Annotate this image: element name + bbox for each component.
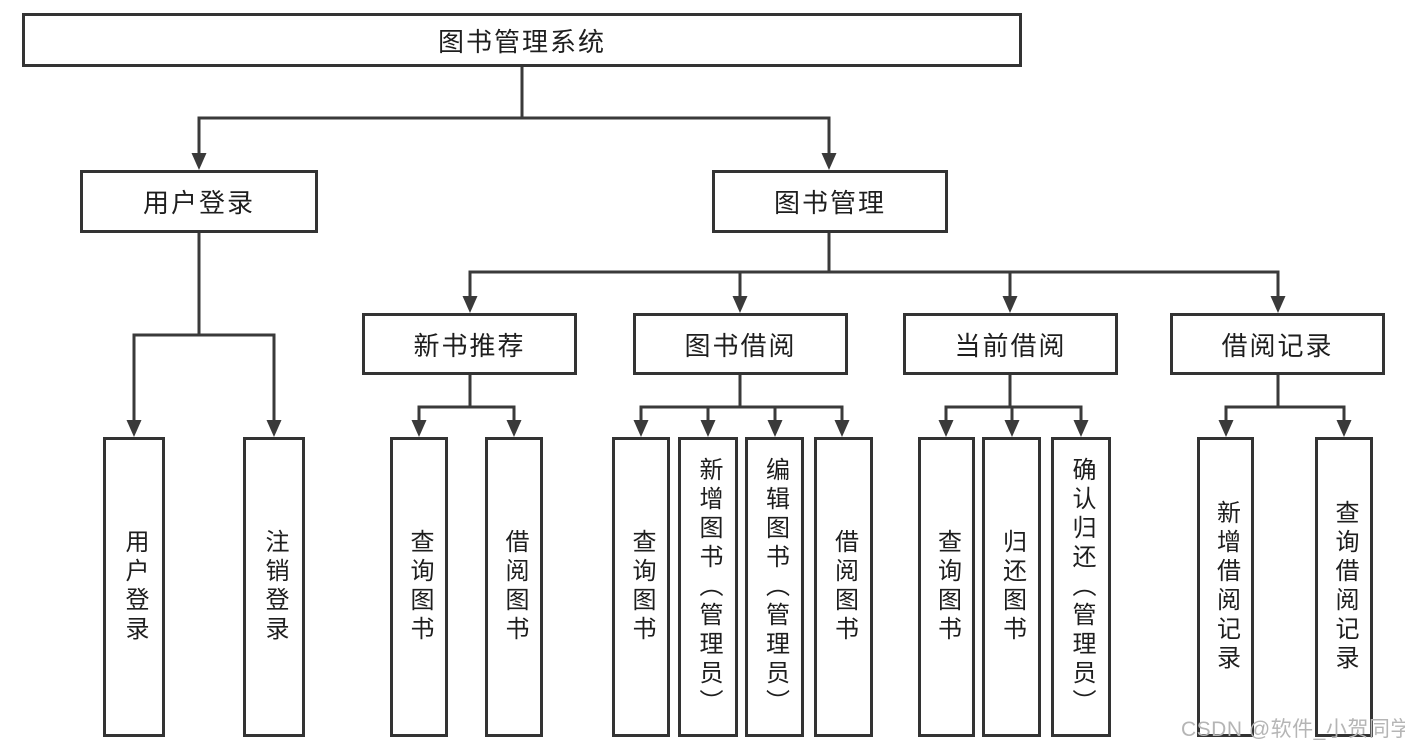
leaf-add-borrow-record: 新增借阅记录 bbox=[1197, 437, 1254, 737]
node-label: 新增图书（管理员） bbox=[695, 456, 722, 718]
node-user-login-branch: 用户登录 bbox=[80, 170, 318, 233]
node-label: 新书推荐 bbox=[413, 330, 526, 361]
node-label: 用户登录 bbox=[121, 529, 148, 645]
node-book-management: 图书管理 bbox=[712, 170, 948, 233]
leaf-logout-login: 注销登录 bbox=[243, 437, 305, 737]
csdn-watermark: CSDN @软件_小贺同学 bbox=[1181, 718, 1405, 741]
node-book-borrow: 图书借阅 bbox=[633, 313, 848, 375]
node-label: 查询图书 bbox=[406, 529, 433, 645]
node-label: 借阅记录 bbox=[1221, 330, 1334, 361]
leaf-search-book-recommend: 查询图书 bbox=[390, 437, 448, 737]
leaf-borrow-book-recommend: 借阅图书 bbox=[485, 437, 543, 737]
node-label: 注销登录 bbox=[261, 529, 288, 645]
node-current-borrow: 当前借阅 bbox=[903, 313, 1118, 375]
leaf-borrow-book: 借阅图书 bbox=[814, 437, 873, 737]
leaf-query-borrow-record: 查询借阅记录 bbox=[1315, 437, 1373, 737]
node-label: 用户登录 bbox=[142, 188, 255, 218]
leaf-confirm-return-admin: 确认归还（管理员） bbox=[1051, 437, 1111, 737]
node-label: 当前借阅 bbox=[954, 330, 1067, 361]
leaf-search-book-current: 查询图书 bbox=[918, 437, 975, 737]
node-label: 查询借阅记录 bbox=[1331, 500, 1358, 674]
node-label: 归还图书 bbox=[998, 529, 1026, 645]
node-label: 图书管理 bbox=[773, 188, 886, 218]
node-new-book-recommend: 新书推荐 bbox=[362, 313, 577, 375]
node-label: 图书借阅 bbox=[684, 330, 797, 361]
leaf-edit-book-admin: 编辑图书（管理员） bbox=[745, 437, 804, 737]
node-label: 借阅图书 bbox=[501, 529, 528, 645]
node-label: 借阅图书 bbox=[830, 529, 858, 645]
node-library-management-system: 图书管理系统 bbox=[22, 13, 1022, 67]
node-label: 确认归还（管理员） bbox=[1068, 456, 1095, 718]
node-borrow-records: 借阅记录 bbox=[1170, 313, 1385, 375]
leaf-user-login: 用户登录 bbox=[103, 437, 165, 737]
node-label: 图书管理系统 bbox=[437, 26, 606, 57]
leaf-search-book-borrow: 查询图书 bbox=[612, 437, 670, 737]
node-label: 编辑图书（管理员） bbox=[761, 456, 789, 718]
node-label: 新增借阅记录 bbox=[1212, 500, 1240, 674]
leaf-return-book: 归还图书 bbox=[982, 437, 1041, 737]
node-label: 查询图书 bbox=[628, 529, 655, 645]
leaf-add-book-admin: 新增图书（管理员） bbox=[678, 437, 738, 737]
node-label: 查询图书 bbox=[933, 529, 961, 645]
